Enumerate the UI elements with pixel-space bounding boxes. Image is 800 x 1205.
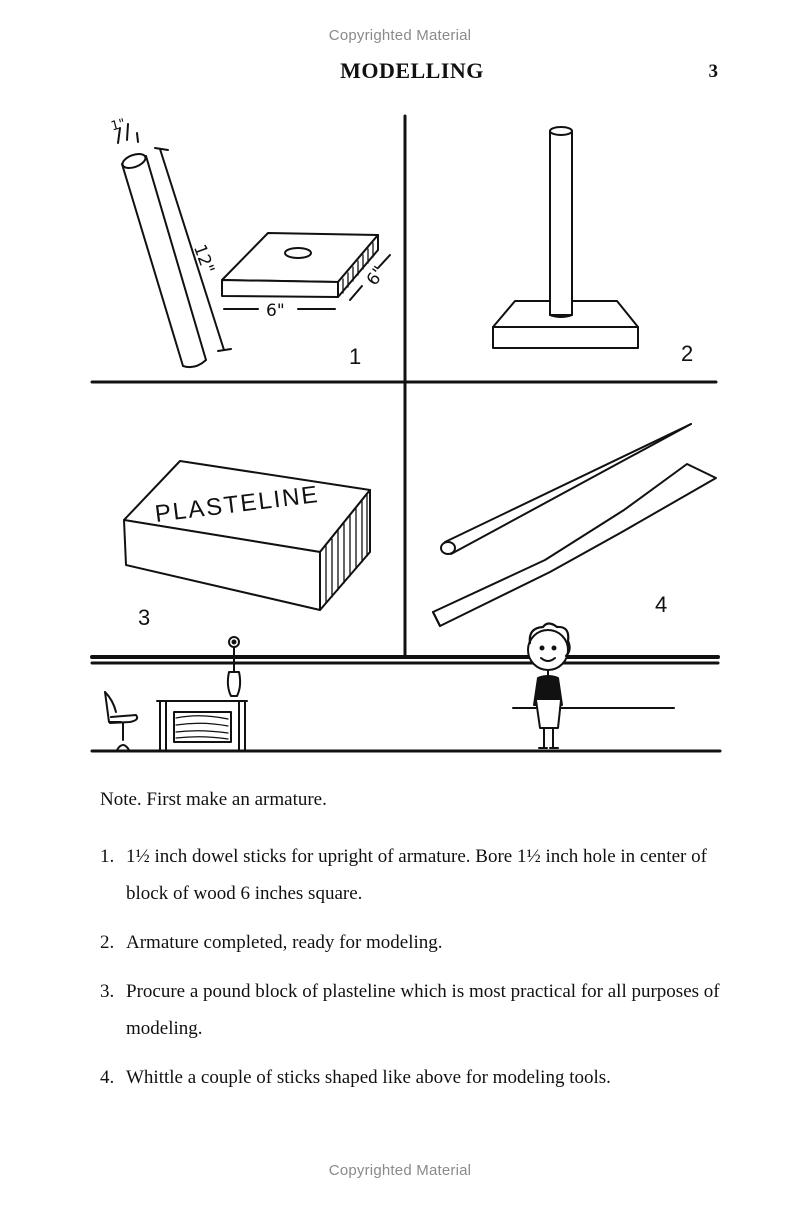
plasteline-block-drawing	[123, 460, 371, 611]
modelling-tools-drawing	[432, 423, 717, 627]
dimension-width-label: 6"	[266, 301, 285, 321]
dowel-stick-drawing	[117, 123, 232, 369]
flower-vase-drawing	[226, 636, 242, 697]
step-item: 3. Procure a pound block of plasteline w…	[100, 973, 730, 1047]
panel-label-3: 3	[138, 605, 150, 630]
page-number: 3	[708, 61, 719, 82]
dimension-diameter-label: 1"	[109, 116, 127, 134]
step-text: 1½ inch dowel sticks for upright of arma…	[126, 846, 707, 904]
step-list: 1. 1½ inch dowel sticks for upright of a…	[100, 838, 730, 1108]
girl-figure-drawing	[512, 622, 675, 749]
copyright-notice-top: Copyrighted Material	[328, 27, 472, 44]
wood-block-drawing	[221, 232, 391, 310]
step-number: 1.	[100, 846, 115, 867]
step-item: 1. 1½ inch dowel sticks for upright of a…	[100, 838, 730, 912]
dimension-length-label: 12"	[189, 242, 218, 277]
chair-drawing	[104, 691, 139, 751]
note-text: Note. First make an armature.	[100, 789, 327, 810]
modelling-illustration: 12" 6" 6" 1" 1 2 3 4 PLASTELINE	[90, 114, 722, 753]
step-item: 4. Whittle a couple of sticks shaped lik…	[100, 1059, 730, 1096]
page-title: MODELLING	[340, 58, 484, 83]
armature-drawing	[492, 126, 639, 349]
panel-label-1: 1	[349, 344, 361, 369]
panel-label-4: 4	[655, 592, 667, 617]
panel-label-2: 2	[681, 341, 693, 366]
step-item: 2. Armature completed, ready for modelin…	[100, 924, 730, 961]
step-text: Whittle a couple of sticks shaped like a…	[126, 1067, 611, 1088]
step-text: Armature completed, ready for modeling.	[126, 932, 443, 953]
fireplace-drawing	[156, 700, 248, 752]
step-text: Procure a pound block of plasteline whic…	[126, 981, 720, 1039]
step-number: 2.	[100, 932, 115, 953]
copyright-notice-bottom: Copyrighted Material	[328, 1162, 472, 1179]
step-number: 3.	[100, 981, 115, 1002]
step-number: 4.	[100, 1067, 115, 1088]
dimension-depth-label: 6"	[363, 263, 390, 290]
